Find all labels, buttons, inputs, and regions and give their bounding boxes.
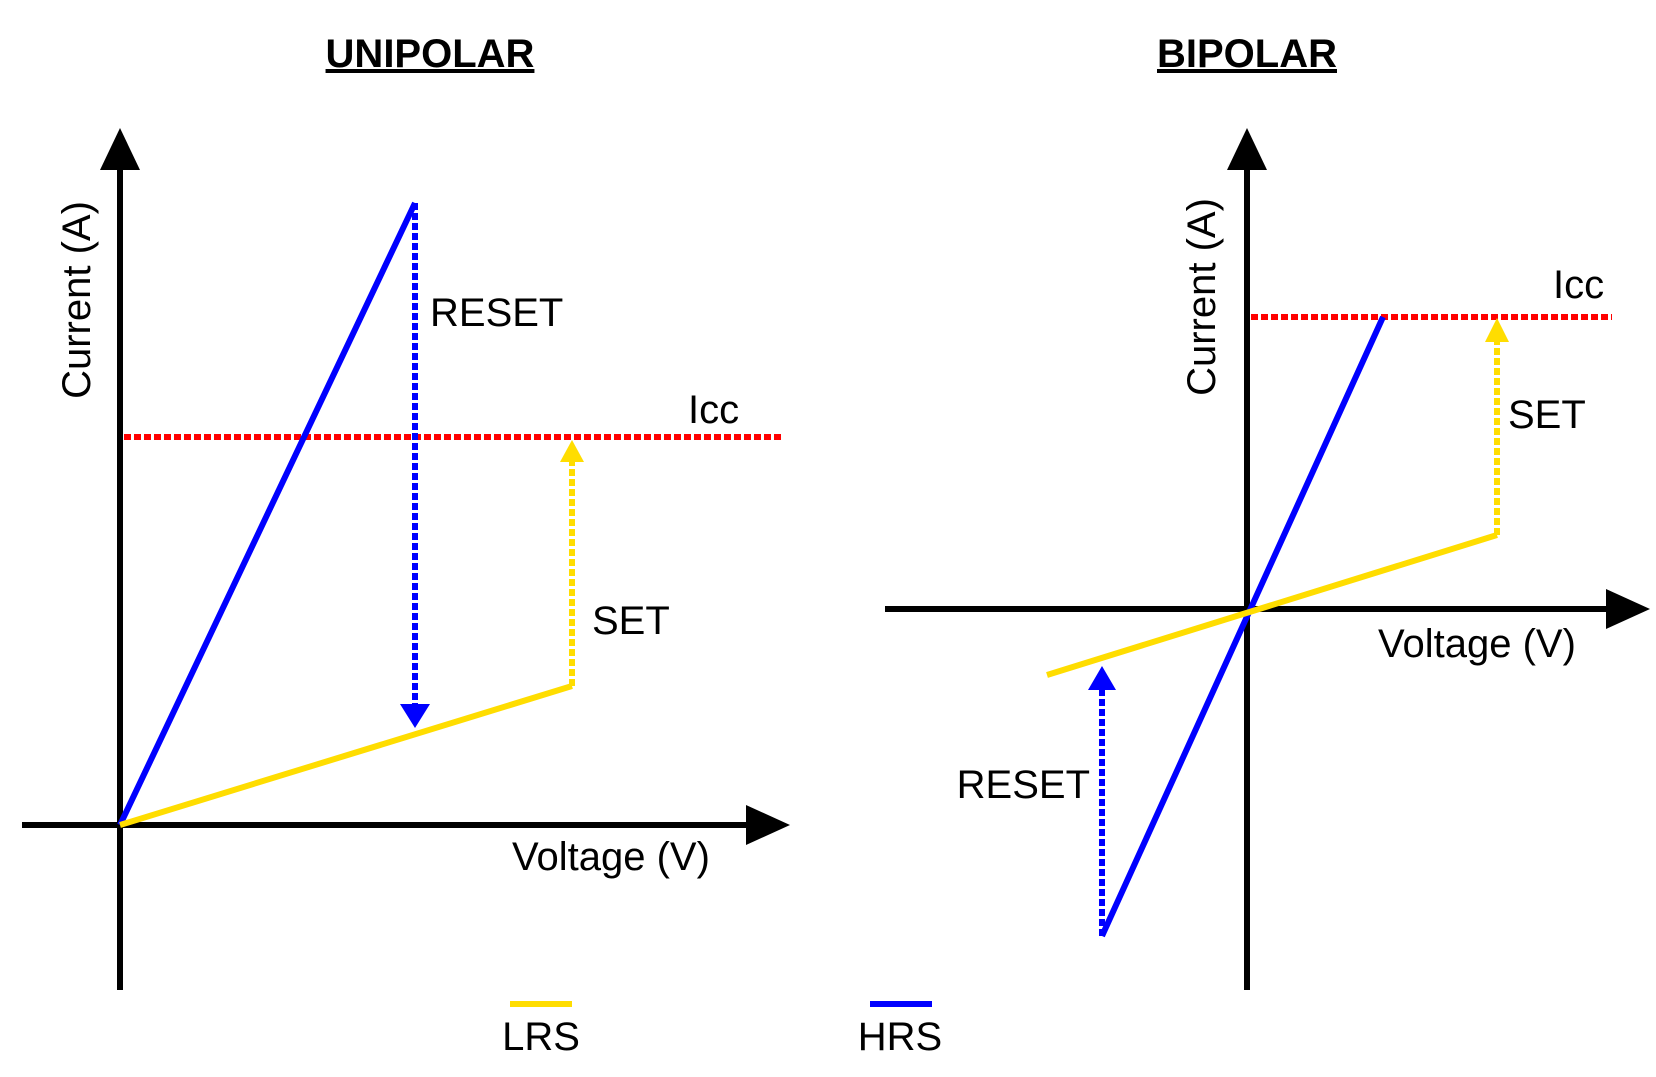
unipolar-reset-arrowhead	[400, 704, 430, 728]
bipolar-set-label: SET	[1508, 393, 1586, 437]
bipolar-hrs-line	[1099, 315, 1386, 938]
unipolar-title: UNIPOLAR	[326, 32, 535, 76]
unipolar-reset-label: RESET	[430, 291, 563, 335]
unipolar-icc-label: Icc	[688, 388, 739, 432]
unipolar-hrs-line	[117, 201, 418, 827]
bipolar-set-arrowhead	[1485, 318, 1509, 342]
bipolar-icc-label: Icc	[1553, 263, 1604, 307]
bipolar-reset-arrowhead	[1088, 666, 1116, 690]
bipolar-lrs-line	[1046, 532, 1498, 678]
bipolar-reset-label: RESET	[957, 763, 1090, 807]
unipolar-y-arrowhead	[100, 128, 140, 170]
bipolar-y-axis-label: Current (A)	[1180, 198, 1224, 396]
unipolar-panel: UNIPOLAR Icc RESET SET Current (A) Volta…	[22, 32, 790, 990]
bipolar-title: BIPOLAR	[1157, 32, 1337, 76]
unipolar-set-arrowhead	[560, 440, 584, 462]
unipolar-lrs-line	[119, 683, 573, 828]
legend: LRS HRS	[502, 1001, 942, 1059]
bipolar-x-axis-label: Voltage (V)	[1378, 622, 1576, 666]
legend-hrs-label: HRS	[858, 1015, 942, 1059]
bipolar-y-arrowhead	[1227, 128, 1267, 170]
unipolar-set-label: SET	[592, 599, 670, 643]
legend-lrs-label: LRS	[502, 1015, 580, 1059]
unipolar-x-arrowhead	[746, 805, 790, 845]
bipolar-x-arrowhead	[1606, 589, 1650, 629]
unipolar-x-axis-label: Voltage (V)	[512, 835, 710, 879]
bipolar-panel: BIPOLAR Icc SET RESET Current (A) Voltag…	[885, 32, 1650, 990]
unipolar-y-axis-label: Current (A)	[55, 201, 99, 399]
